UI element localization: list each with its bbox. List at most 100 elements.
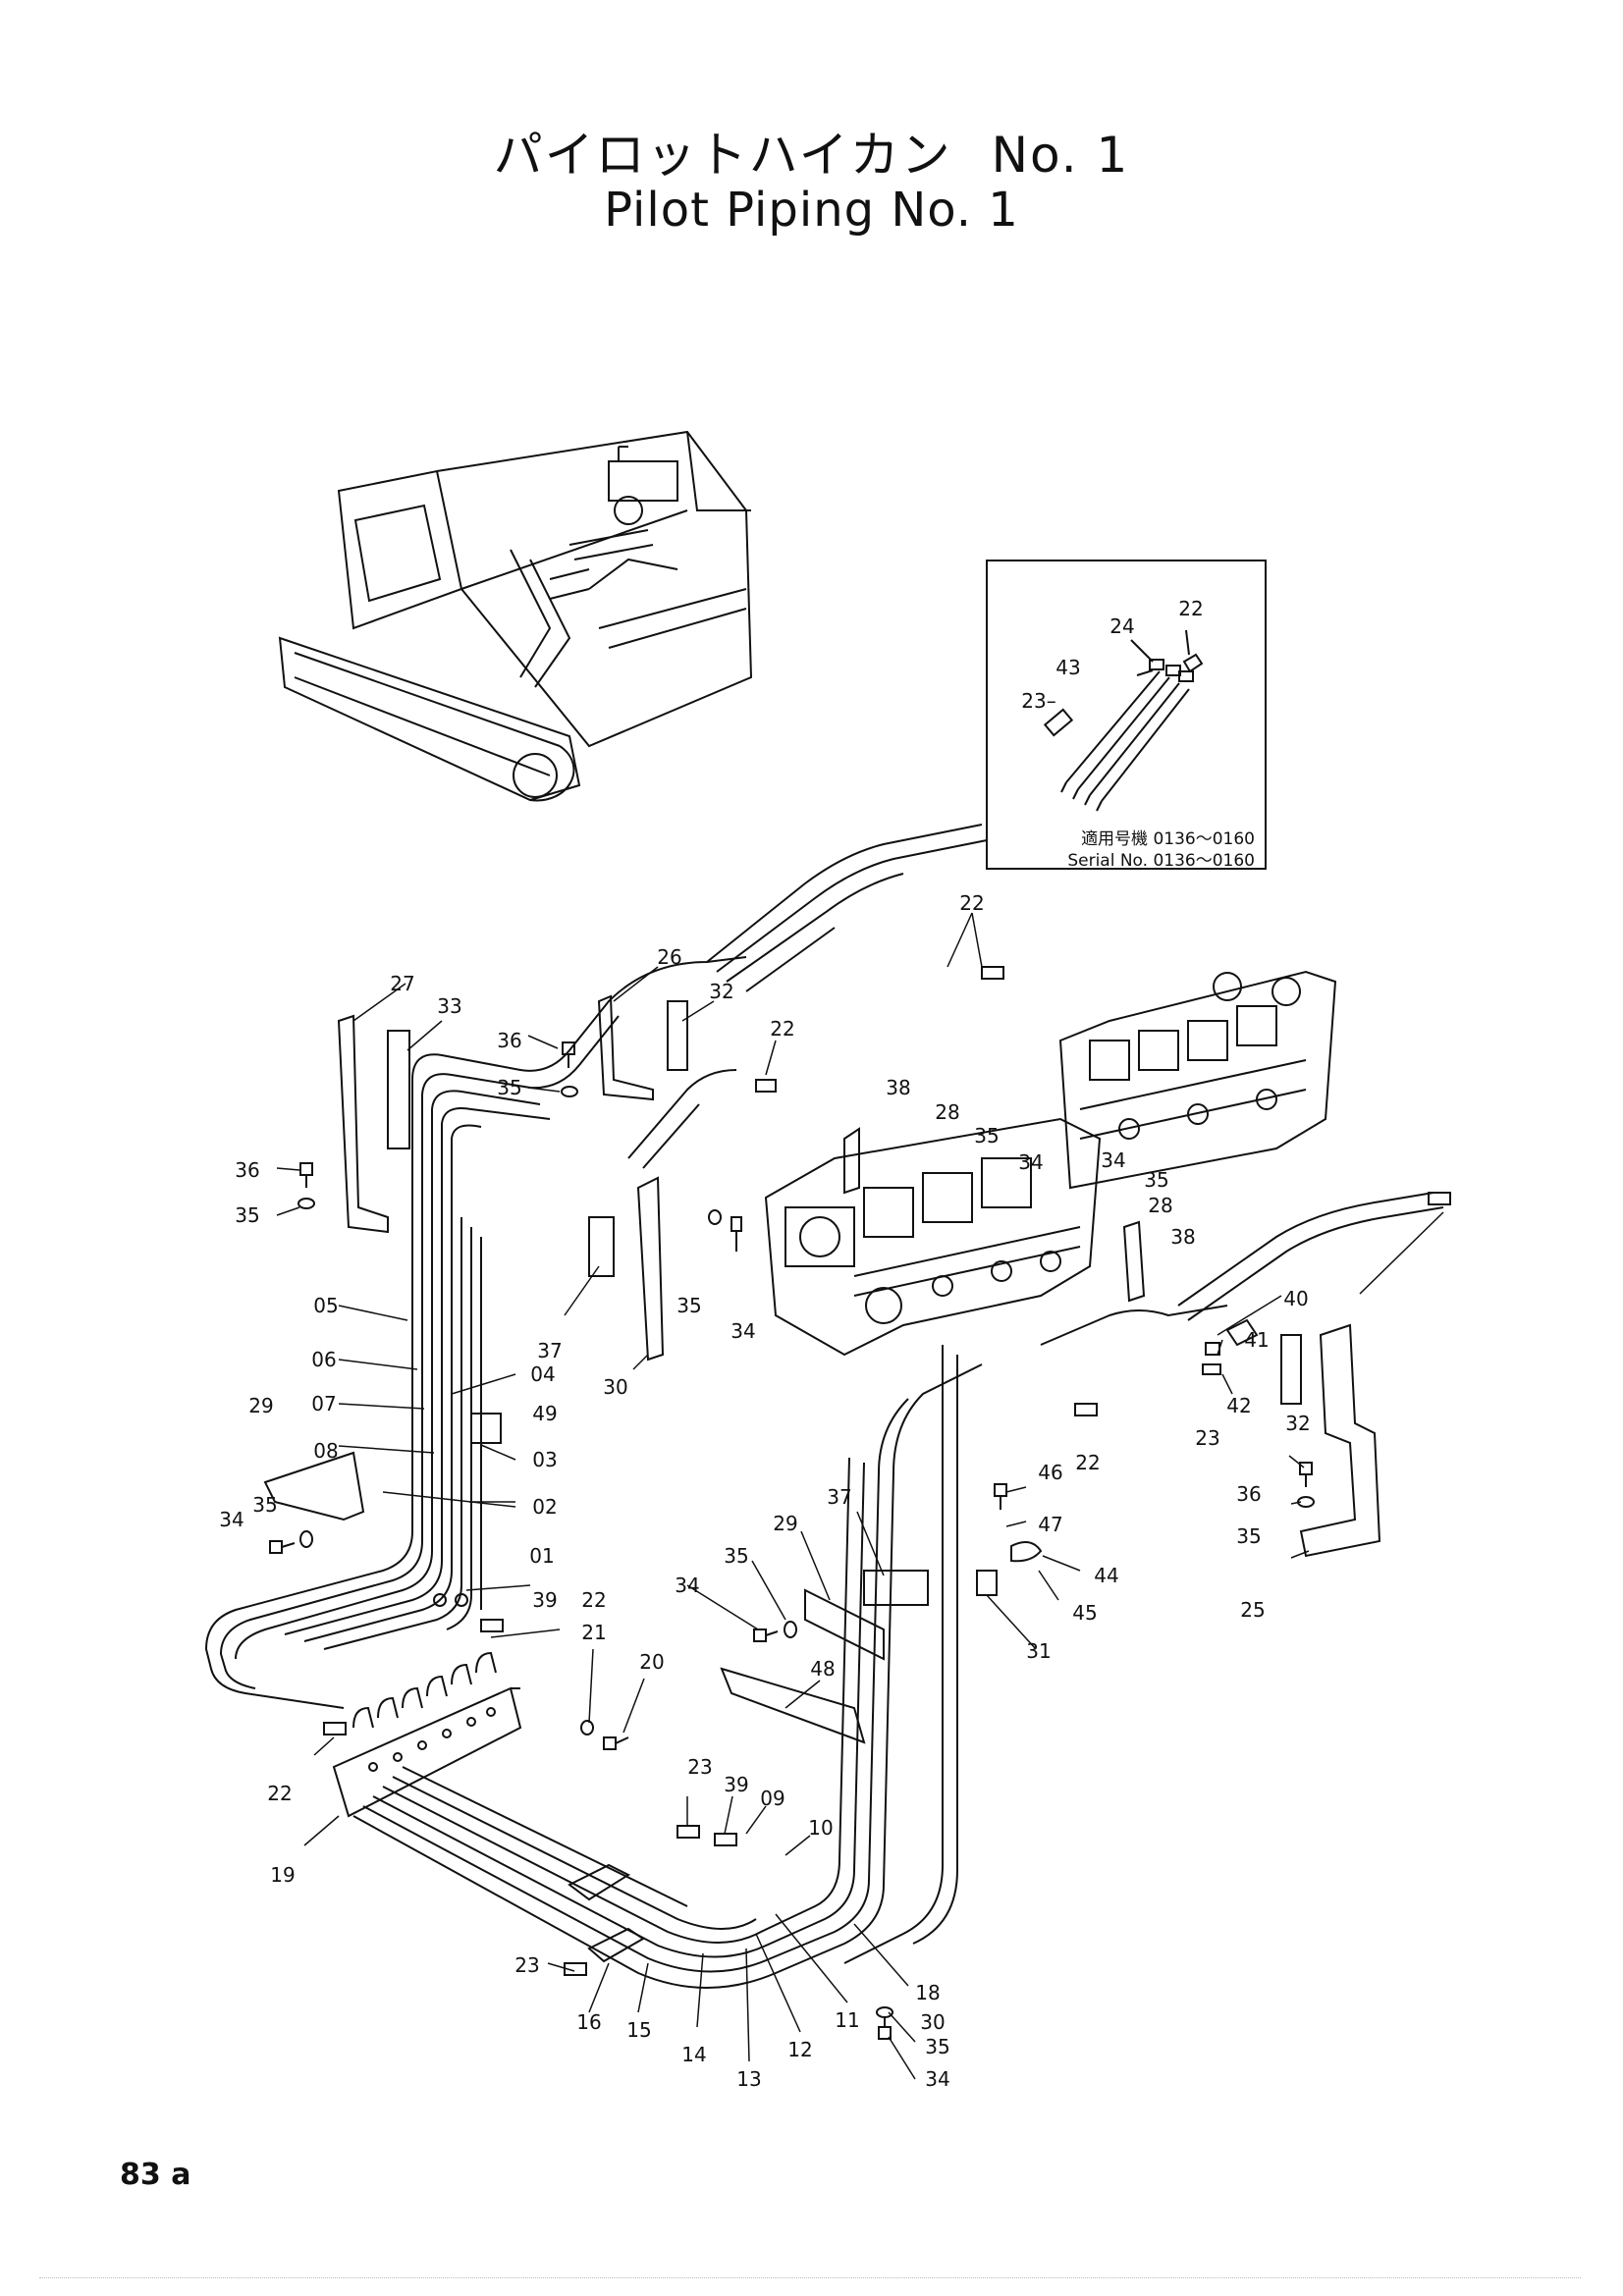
callout-label: 35 [235,1203,260,1227]
callout-label: 23 [687,1755,713,1779]
clamp-37-mid [863,1570,929,1606]
inset-callout-23: 23– [1021,689,1056,713]
inset-serial-en: Serial No. 0136～0160 [1067,851,1255,871]
footer-rule [39,2277,1581,2278]
callout-label: 22 [770,1017,795,1041]
bracket-28b [1122,1220,1146,1303]
pipe-bundle-upper [411,824,1444,1346]
callout-label: 35 [1236,1524,1262,1548]
callout-label: 34 [730,1319,756,1343]
callout-label: 23 [1195,1426,1220,1450]
callout-label: 23 [514,1953,540,1977]
callout-label: 37 [537,1339,563,1362]
callout-label: 28 [1148,1194,1173,1217]
page-title-english: Pilot Piping No. 1 [604,183,1019,238]
callout-label: 42 [1226,1394,1252,1417]
callout-label: 39 [532,1588,558,1612]
callout-label: 27 [390,972,415,995]
page-title-japanese: パイロットハイカン No. 1 [0,116,1623,187]
plate-49 [470,1413,502,1444]
excavator-illustration [278,430,753,802]
inset-callout-24: 24 [1109,614,1135,638]
callout-label: 40 [1283,1287,1309,1310]
leader-lines [276,912,1444,2080]
callout-label: 21 [581,1621,607,1644]
bracket-25 [1299,1323,1381,1558]
title-jp-text: パイロットハイカン [493,127,952,184]
callout-label: 36 [235,1158,260,1182]
inset-callout-43: 43 [1055,656,1081,679]
title-number: No. 1 [991,127,1130,184]
callout-label: 38 [1170,1225,1196,1249]
control-valve-lower [764,1117,1102,1357]
callout-label: 13 [736,2067,762,2091]
callout-label: 20 [639,1650,665,1674]
manifold-block [332,1651,522,1818]
callout-label: 34 [219,1508,244,1531]
callout-label: 29 [773,1512,798,1535]
callout-label: 29 [248,1394,274,1417]
callout-label: 12 [787,2038,813,2061]
callout-label: 01 [529,1544,555,1568]
clamp-37-left [588,1216,615,1277]
inset-drawing [1043,629,1204,812]
callout-label: 31 [1026,1639,1052,1663]
callout-label: 35 [497,1076,522,1099]
plate-48 [720,1667,866,1744]
clamp-30 [636,1176,665,1362]
callout-label: 35 [974,1124,1000,1148]
callout-label: 18 [915,1981,941,2004]
callout-label: 35 [252,1493,278,1517]
callout-label: 22 [1075,1451,1101,1474]
callout-label: 38 [886,1076,911,1099]
callout-label: 02 [532,1495,558,1519]
callout-label: 06 [311,1348,337,1371]
rubber-32-right [1280,1334,1302,1405]
callout-label: 22 [581,1588,607,1612]
callout-label: 16 [576,2010,602,2034]
callout-label: 07 [311,1392,337,1415]
callout-label: 48 [810,1657,836,1681]
callout-label: 47 [1038,1513,1063,1536]
pipe-bundle-left [204,1168,482,1709]
callout-label: 22 [959,891,985,915]
callout-label: 35 [724,1544,749,1568]
brackets [263,994,1381,1744]
control-valve-upper [1058,970,1337,1190]
callout-label: 15 [626,2018,652,2042]
callout-label: 44 [1094,1564,1119,1587]
callout-label: 11 [835,2008,860,2032]
callout-label: 39 [724,1773,749,1796]
callout-label: 35 [676,1294,702,1317]
callout-label: 26 [657,945,682,969]
inset-callout-22: 22 [1178,597,1204,620]
callout-label: 09 [760,1787,785,1810]
rubber-32-top [667,1000,688,1071]
callout-label: 30 [920,2010,946,2034]
callout-label: 32 [709,980,734,1003]
bracket-27 [337,1014,389,1234]
callout-label: 28 [935,1100,960,1124]
callout-label: 22 [267,1782,293,1805]
pipe-bundle-bottom [352,1345,983,1989]
callout-label: 35 [1144,1168,1169,1192]
callout-label: 33 [437,994,462,1018]
callout-label: 04 [530,1362,556,1386]
callout-label: 41 [1244,1328,1270,1352]
bracket-26 [597,994,654,1101]
callout-label: 35 [925,2035,950,2058]
fittings [323,966,1451,1976]
callout-label: 25 [1240,1598,1266,1622]
callout-label: 05 [313,1294,339,1317]
rubber-33 [387,1030,410,1149]
callout-label: 45 [1072,1601,1098,1625]
page-number: 83 a [120,2158,191,2192]
callout-label: 34 [1018,1150,1044,1174]
callout-label: 08 [313,1439,339,1463]
callout-label: 34 [675,1574,700,1597]
callout-label: 36 [497,1029,522,1052]
bracket-28a [843,1127,860,1195]
serial-inset: 22 24 43 23– 適用号機 0136～0160 Serial No. 0… [986,560,1267,871]
callout-label: 03 [532,1448,558,1471]
